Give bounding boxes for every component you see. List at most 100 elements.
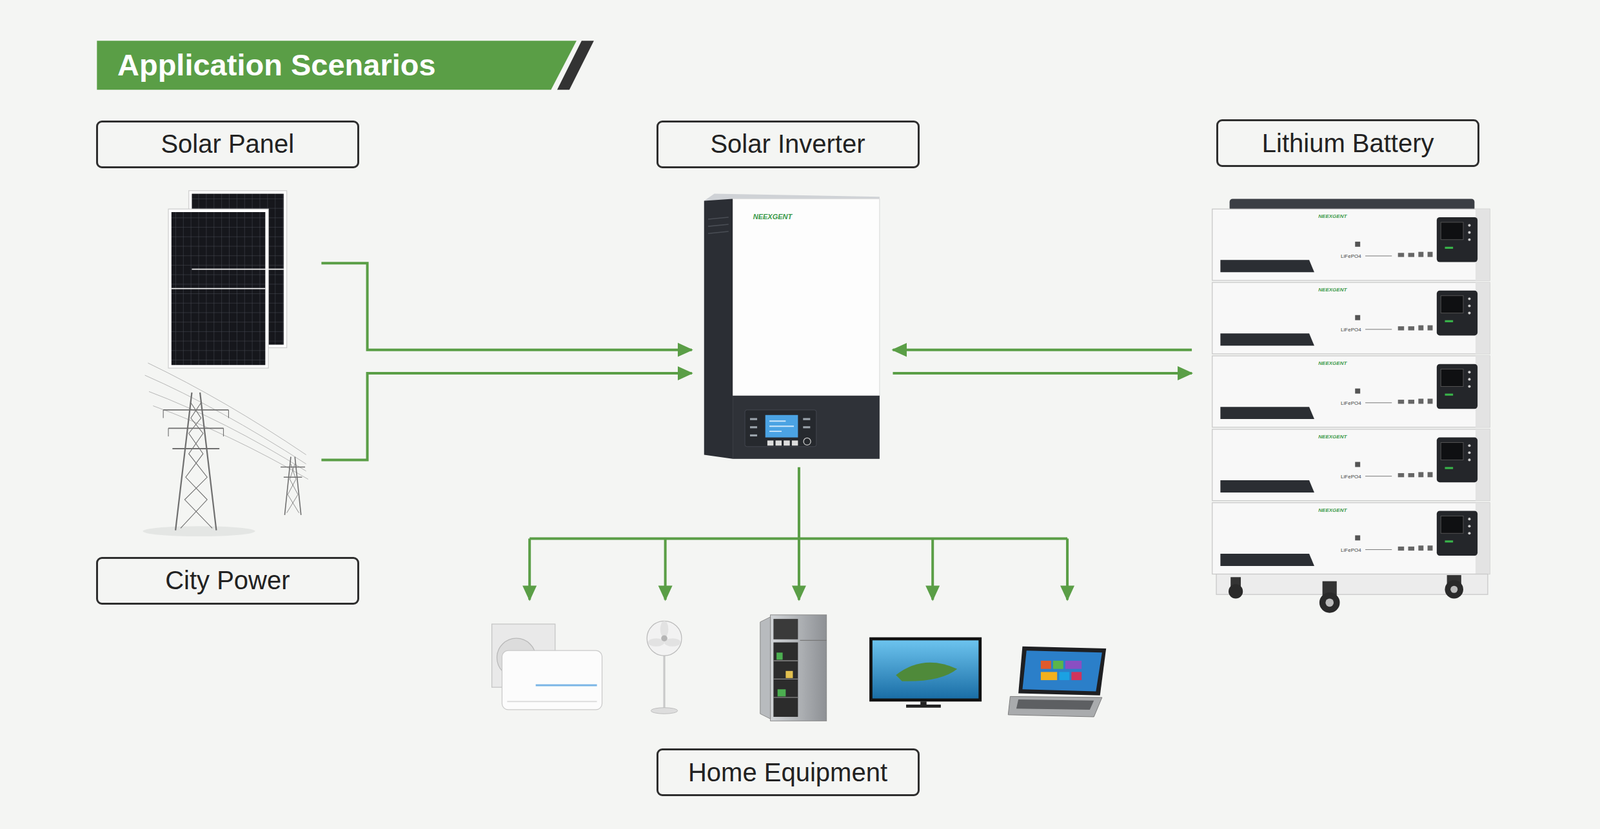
node-label: Home Equipment: [656, 748, 920, 797]
indicator: [750, 426, 758, 429]
laptop-keyboard: [1016, 699, 1094, 711]
flow-arrow: [321, 263, 692, 350]
node-label: Solar Inverter: [656, 120, 920, 169]
tv-stand: [906, 704, 941, 709]
battery-module: [1212, 429, 1490, 502]
component-node: City Power: [143, 362, 322, 547]
laptop-lid: [1018, 646, 1107, 696]
wheel: [1228, 584, 1243, 599]
panel-frame: [168, 208, 269, 369]
ac-indoor-unit: [501, 650, 602, 711]
inverter-side: [704, 198, 733, 459]
laptop-base: [1007, 696, 1103, 718]
brand-label: NEEXGENT: [1318, 214, 1347, 220]
tv-neck: [920, 701, 927, 705]
fridge-interior: [773, 642, 798, 718]
chemistry-label: LiFePO4: [1340, 401, 1362, 407]
laptop-screen: [1022, 650, 1102, 692]
screen-tile: [1053, 661, 1064, 670]
pylon-legs: [284, 457, 301, 516]
food-item: [777, 689, 787, 697]
battery-illustration: [1212, 198, 1490, 613]
wheel-hub: [1450, 586, 1458, 594]
freezer-interior: [773, 619, 798, 640]
fridge-illustration: [760, 615, 827, 722]
ground-shadow: [143, 526, 256, 537]
chemistry-label: LiFePO4: [1340, 254, 1362, 260]
inverter-front: [732, 198, 880, 397]
screen-tile: [1040, 671, 1057, 681]
chemistry-label: LiFePO4: [1340, 548, 1362, 554]
flow-arrow: [892, 372, 1192, 375]
panel-divider: [171, 288, 266, 290]
branch-arrow: [664, 538, 667, 600]
branch-arrow: [528, 538, 531, 600]
branch-arrow: [931, 538, 934, 600]
inverter-button: [767, 440, 774, 446]
brand-label: NEEXGENT: [1318, 508, 1347, 514]
branch-arrow: [1066, 538, 1069, 600]
pylon-legs: [175, 392, 217, 531]
pylon-arms: [163, 410, 229, 449]
food-item: [785, 671, 793, 679]
tv-frame: [869, 637, 982, 703]
component-node: Solar Inverter: [691, 191, 894, 467]
indicator: [802, 426, 810, 429]
tv-screen: [872, 640, 979, 699]
pylon-lattice: [180, 403, 213, 529]
fridge-shelves: [773, 661, 798, 698]
brand-label: NEEXGENT: [1318, 434, 1347, 440]
fridge-body: [770, 615, 827, 722]
battery-module: [1212, 355, 1490, 428]
flow-arrow: [797, 467, 801, 601]
banner-stripe: [557, 40, 594, 90]
chemistry-label: LiFePO4: [1340, 474, 1362, 480]
flow-arrow: [892, 348, 1192, 352]
node-label: Lithium Battery: [1216, 119, 1480, 168]
indicator: [802, 418, 810, 421]
fan-illustration: [646, 621, 682, 714]
branch-arrow: [529, 537, 1068, 540]
screen-tile: [1065, 661, 1082, 670]
tv-illustration: [869, 637, 982, 709]
power-knob: [803, 437, 811, 445]
battery-module: [1212, 503, 1490, 575]
inverter-illustration: [704, 194, 880, 460]
food-item: [776, 652, 783, 660]
insulators: [163, 410, 229, 437]
chemistry-label: LiFePO4: [1340, 327, 1362, 333]
screen-tile: [1058, 671, 1070, 681]
fridge-door-gap: [800, 640, 827, 642]
wheel: [1319, 592, 1341, 614]
fan-blade: [660, 621, 669, 638]
pylon-lattice: [286, 464, 300, 514]
indicator: [750, 434, 758, 437]
title-banner: [96, 40, 577, 90]
fridge-open-door: [760, 617, 771, 720]
fan-guard: [646, 621, 682, 656]
screen-tile: [1071, 671, 1082, 681]
fan-pole: [662, 655, 665, 709]
lcd-screen: [765, 415, 799, 438]
solar-panel-illustration: [168, 190, 287, 369]
node-label: Solar Panel: [96, 120, 360, 169]
battery-module: [1212, 208, 1490, 281]
air-conditioner-illustration: [492, 624, 603, 711]
lcd-segments: [769, 421, 794, 432]
wheel: [1444, 580, 1463, 599]
fan-hub: [661, 635, 667, 642]
brand-label: NEEXGENT: [1318, 287, 1347, 293]
panel-divider: [191, 268, 284, 271]
flow-arrow: [321, 373, 692, 460]
fan-base: [650, 708, 678, 714]
inverter-base: [732, 395, 880, 460]
inverter-button: [783, 440, 790, 446]
power-wires: [145, 363, 309, 480]
banner-title: Application Scenarios: [117, 40, 436, 90]
screen-tile: [1040, 661, 1052, 670]
indicator: [750, 418, 758, 421]
brand-label: NEEXGENT: [1318, 361, 1347, 367]
ac-light-strip: [535, 684, 598, 687]
laptop-illustration: [1007, 646, 1107, 718]
